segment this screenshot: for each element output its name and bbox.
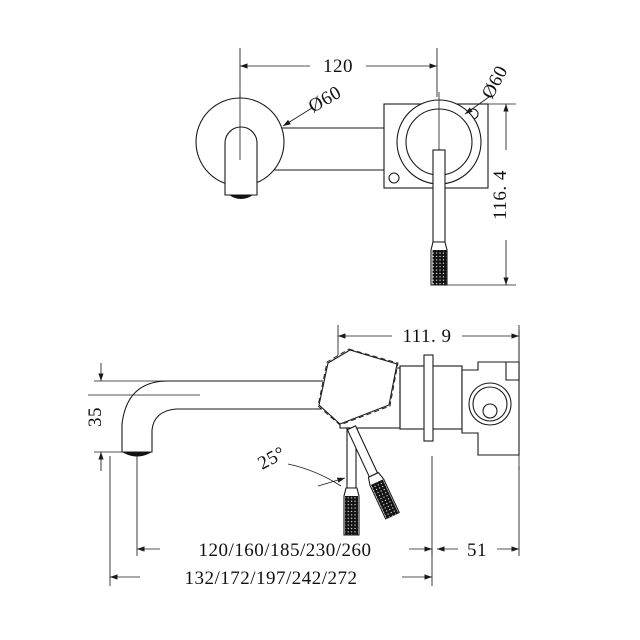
spout [88,380,341,457]
label-spout-projection: 120/160/185/230/260 [198,540,371,561]
lever-handle-front [430,149,448,286]
label-diameter-right: Ø60 [478,62,513,102]
label-wall-offset-51: 51 [467,540,487,561]
handle-phantom-outline [317,348,399,426]
knurled-barrel [399,354,463,442]
front-view-group: Ø60 Ø60 116. 4 120 [195,48,516,286]
label-height-116: 116. 4 [490,170,511,220]
label-angle-25: 25° [254,443,289,475]
label-spout-height: 35 [85,407,106,427]
label-spacing-120: 120 [323,56,353,77]
wall-bracket [461,330,520,470]
dimension-overall-projection: 132/172/197/242/272 [109,456,433,589]
side-view-group: 111. 9 35 [85,325,520,589]
lever-handle-tilted [346,425,400,520]
dimension-height-116: 116. 4 [447,103,516,286]
dimension-wall-offset-51: 51 [431,456,520,561]
label-body-length: 111. 9 [402,326,451,347]
dimension-spout-projection: 120/160/185/230/260 [136,456,432,561]
label-overall-projection: 132/172/197/242/272 [184,568,357,589]
label-diameter-left: Ø60 [305,82,345,117]
lever-handle-down [343,427,360,536]
dimension-spout-height: 35 [85,363,178,471]
left-escutcheon [195,92,285,199]
callout-diameter-left: Ø60 [282,82,345,127]
annotation-angle-25: 25° [254,443,346,487]
